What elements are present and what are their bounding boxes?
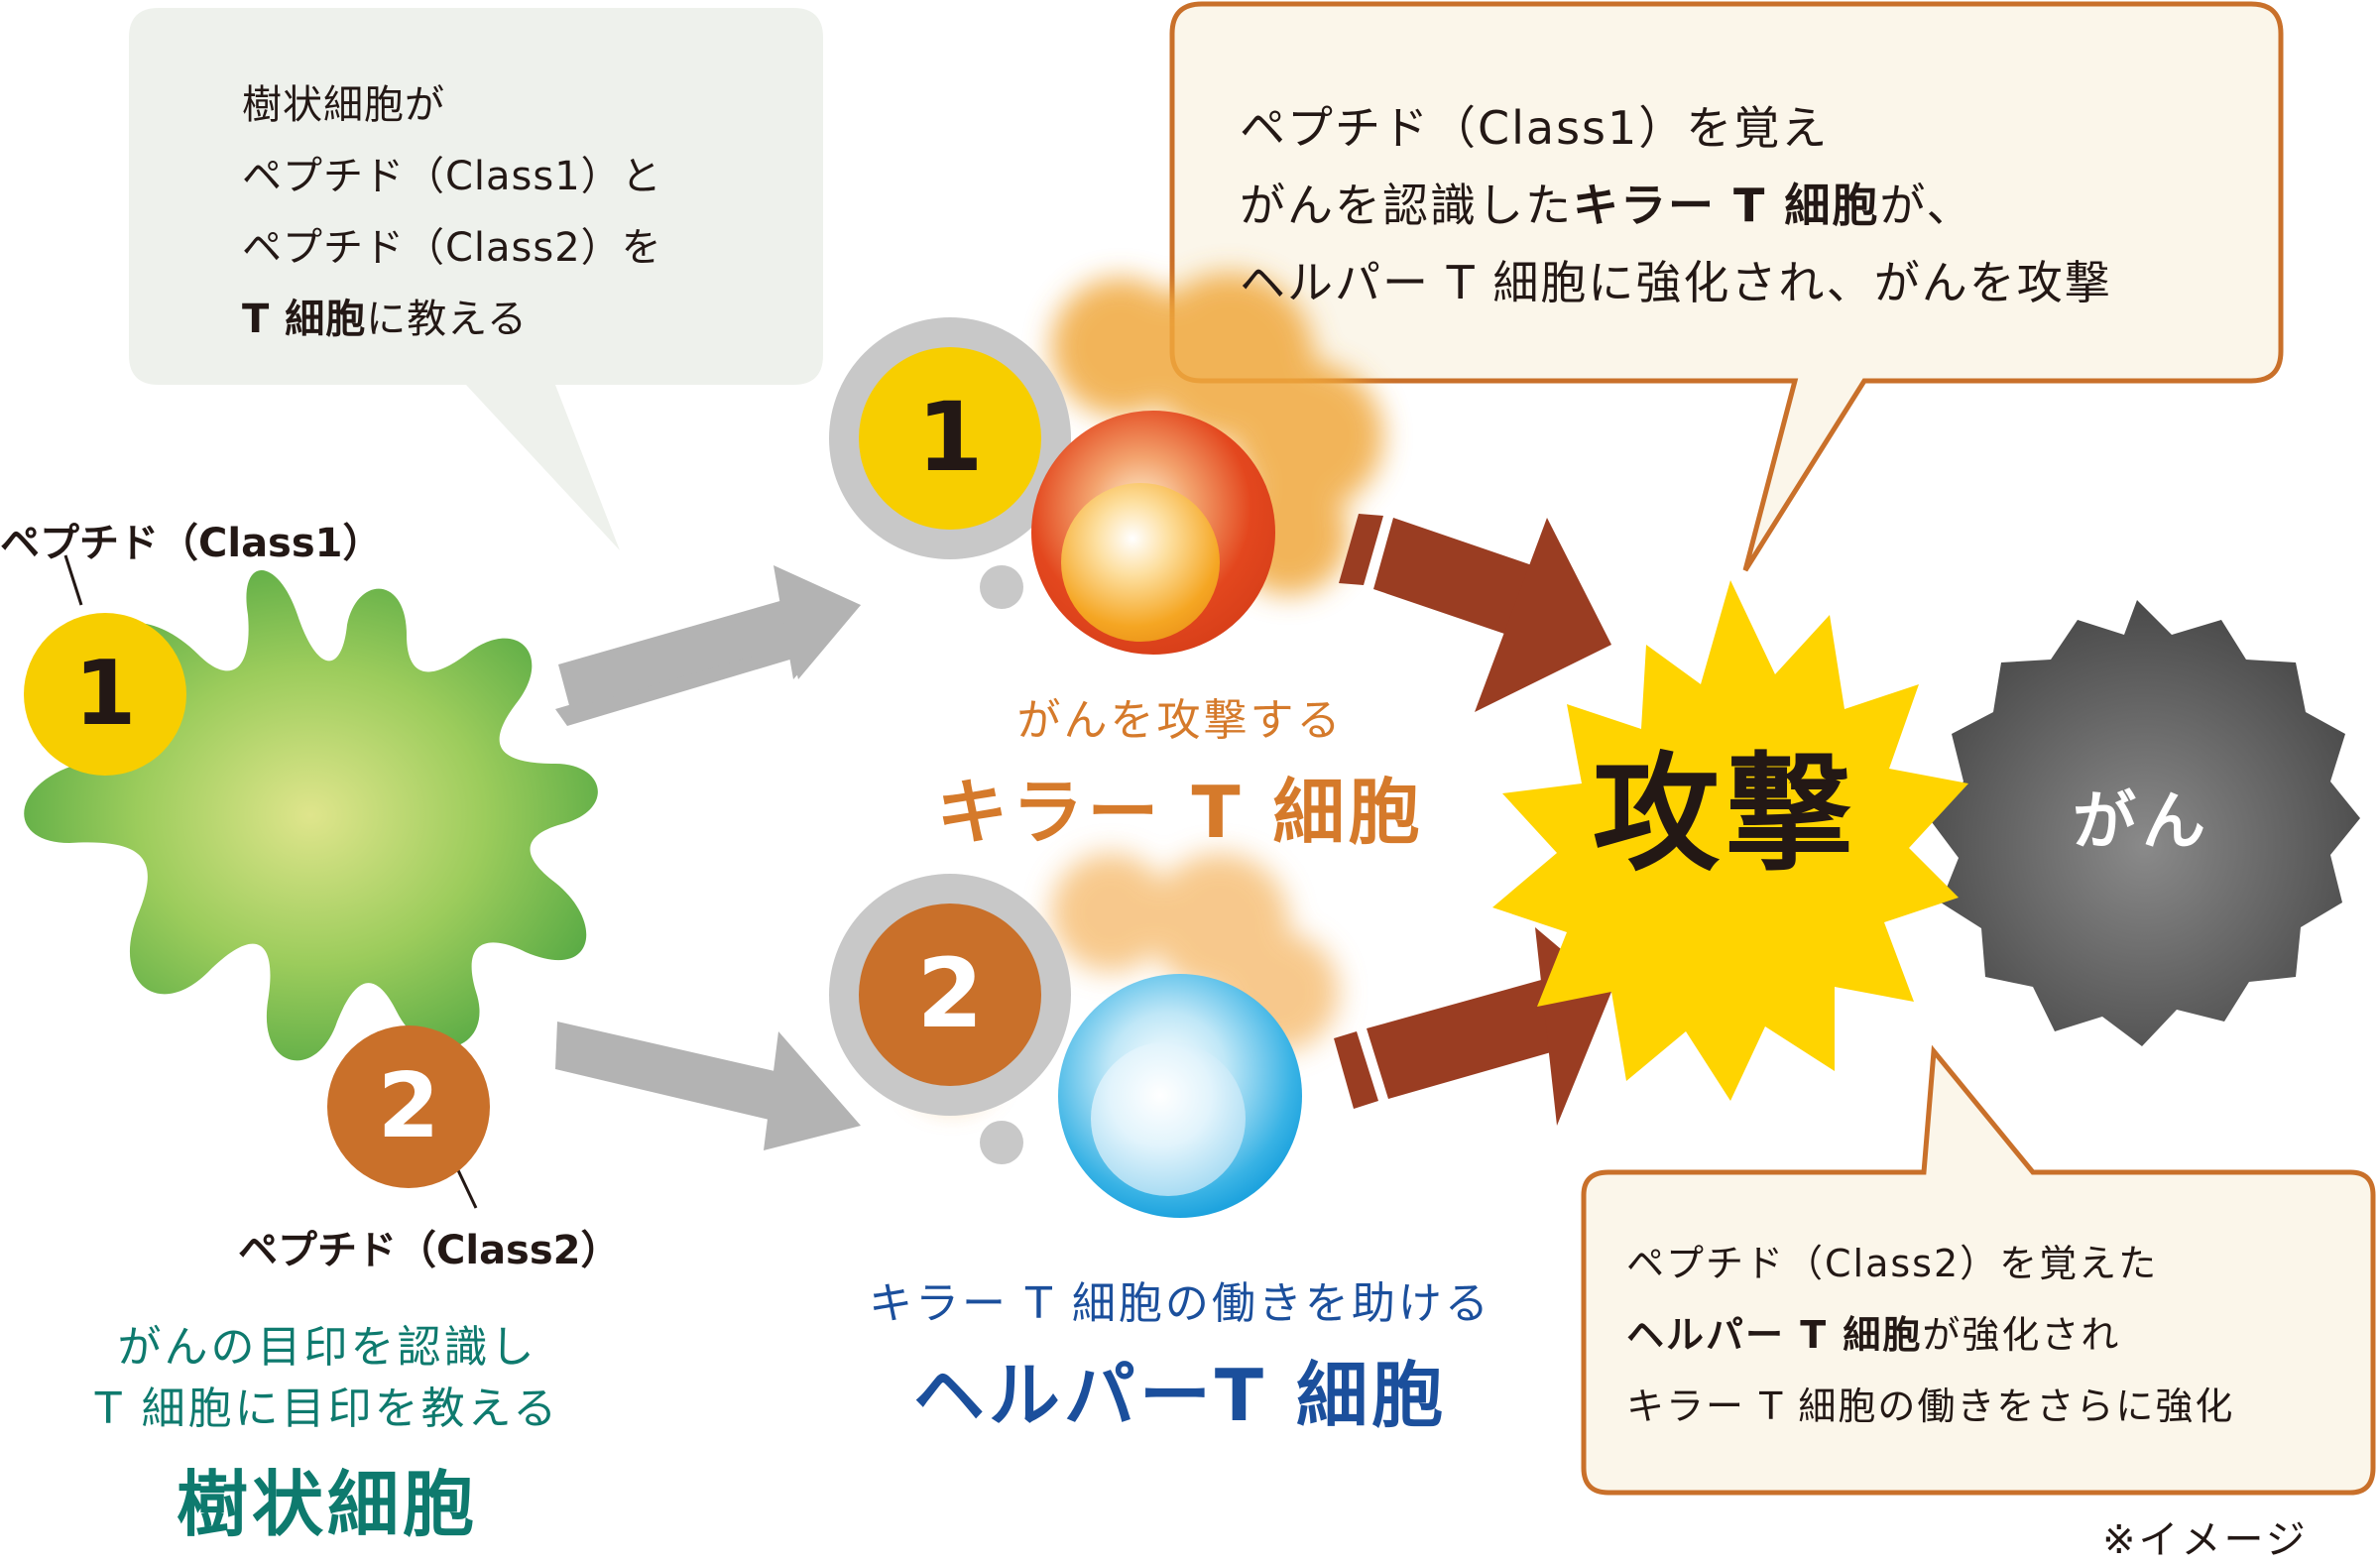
dendritic-caption-big: 樹状細胞 [176,1463,478,1546]
killer-caption-big: キラー T 細胞 [936,771,1424,854]
badge-1-dendritic-number: 1 [74,642,137,746]
bubble-dendritic-line3: ペプチド（Class2）を [242,225,662,271]
bubble-dendritic-text: 樹状細胞が ペプチド（Class1）と ペプチド（Class2）を T 細胞に教… [242,69,662,355]
cancer-cell [1929,600,2360,1046]
bubble-killer-text: ペプチド（Class1）を覚え がんを認識したキラー T 細胞が、 ヘルパー T… [1240,89,2112,321]
killer-t-cell [1031,411,1275,655]
bubble-killer-line2: がんを認識したキラー T 細胞が、 [1240,167,2112,244]
bubble-killer-line2-pre: がんを認識した [1240,179,1573,232]
bubble-dendritic-line4-rest: に教える [366,297,529,342]
helper-caption-big: ヘルパーT 細胞 [912,1354,1448,1437]
attack-label: 攻撃 [1593,741,1858,889]
helper-caption-small: キラー T 細胞の働きを助ける [869,1278,1491,1329]
peptide1-leader-line [63,554,83,606]
bubble-helper-line2-rest: が強化され [1922,1313,2121,1357]
attack-burst [1492,580,1968,1101]
helper-t-cell [1058,974,1302,1218]
bubble-helper-text: ペプチド（Class2）を覚えた ヘルパー T 細胞が強化され キラー T 細胞… [1626,1228,2234,1442]
bubble-helper-line1: ペプチド（Class2）を覚えた [1626,1242,2159,1285]
killer-gray-ring [829,317,1071,609]
badge-1-killer-number: 1 [917,382,984,493]
peptide2-badge-dendritic [327,1025,490,1188]
dendritic-caption: がんの目印を認識し T 細胞に目印を教える 樹状細胞 [20,1317,635,1550]
bubble-dendritic-shape [129,8,823,550]
bubble-dendritic-line1: 樹状細胞が [242,82,445,128]
helper-caption: キラー T 細胞の働きを助ける ヘルパーT 細胞 [813,1267,1547,1441]
dendritic-caption-line1: がんの目印を認識し [117,1322,537,1373]
bubble-helper-line3: キラー T 細胞の働きをさらに強化 [1626,1384,2235,1428]
bubble-killer-line2-bold: キラー T 細胞 [1573,179,1880,232]
bubble-dendritic-line4: T 細胞に教える [242,284,662,355]
badge-2-dendritic-number: 2 [378,1054,440,1158]
peptide-class2-label: ペプチド（Class2） [238,1228,621,1273]
bubble-killer-line3: ヘルパー T 細胞に強化され、がんを攻撃 [1240,256,2112,309]
bubble-killer-line2-post: が、 [1879,179,1974,232]
peptide1-badge-dendritic [24,613,186,776]
gray-arrow-bottom [555,1022,861,1150]
cancer-label: がん [2073,785,2211,859]
bubble-killer-line1: ペプチド（Class1）を覚え [1240,101,1830,155]
bubble-helper-shape [1581,1044,2376,1496]
bubble-helper-line2-bold: ヘルパー T 細胞 [1626,1313,1923,1357]
bubble-helper-line2: ヘルパー T 細胞が強化され [1626,1299,2234,1371]
gray-arrow-top [555,565,861,726]
helper-gray-ring [829,874,1071,1164]
badge-2-helper-number: 2 [917,938,984,1049]
killer-caption-small: がんを攻撃する [1016,695,1344,746]
bubble-dendritic-line2: ペプチド（Class1）と [242,154,662,199]
brown-arrow-top [1339,514,1611,712]
peptide2-leader-line [456,1169,478,1209]
footnote: ※イメージ [2102,1517,2309,1563]
bubble-dendritic-tcell-bold: T 細胞 [242,297,367,342]
bubble-killer-shape [1169,1,2284,572]
killer-caption: がんを攻撃する キラー T 細胞 [863,684,1497,858]
dendritic-caption-line2: T 細胞に目印を教える [94,1384,560,1434]
peptide-class1-label: ペプチド（Class1） [0,521,383,566]
